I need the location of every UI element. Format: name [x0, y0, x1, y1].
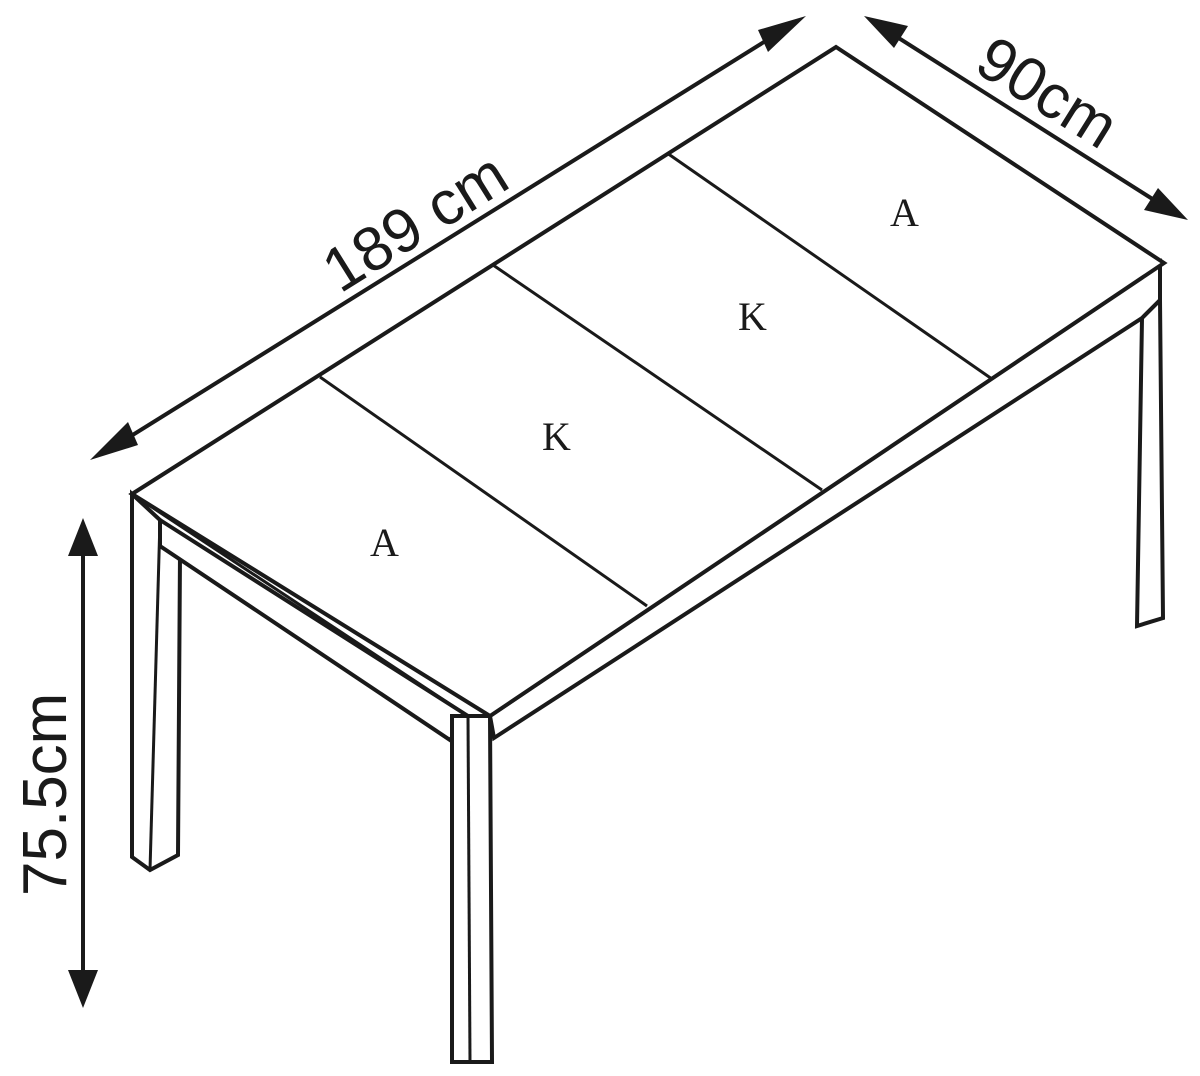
height-dimension: 75.5cm — [11, 518, 98, 1008]
panel-label-2: K — [542, 414, 571, 459]
panel-label-1: A — [370, 520, 399, 565]
length-arrow-end — [758, 16, 806, 52]
table-leg-front-corner — [131, 492, 495, 1064]
panel-label-4: A — [890, 190, 919, 235]
panel-label-3: K — [738, 294, 767, 339]
height-arrow-bottom — [68, 970, 98, 1008]
panel-dividers — [319, 151, 993, 608]
height-arrow-top — [68, 518, 98, 556]
divider-1 — [319, 375, 648, 608]
divider-3 — [666, 151, 993, 381]
width-arrow-end — [1144, 188, 1188, 220]
table-leg-back-right — [1134, 295, 1166, 629]
width-label: 90cm — [965, 23, 1130, 162]
height-label: 75.5cm — [11, 693, 80, 896]
length-arrow-start — [90, 422, 138, 460]
divider-2 — [492, 263, 823, 492]
table-top — [128, 44, 1168, 719]
width-arrow-start — [864, 16, 908, 48]
